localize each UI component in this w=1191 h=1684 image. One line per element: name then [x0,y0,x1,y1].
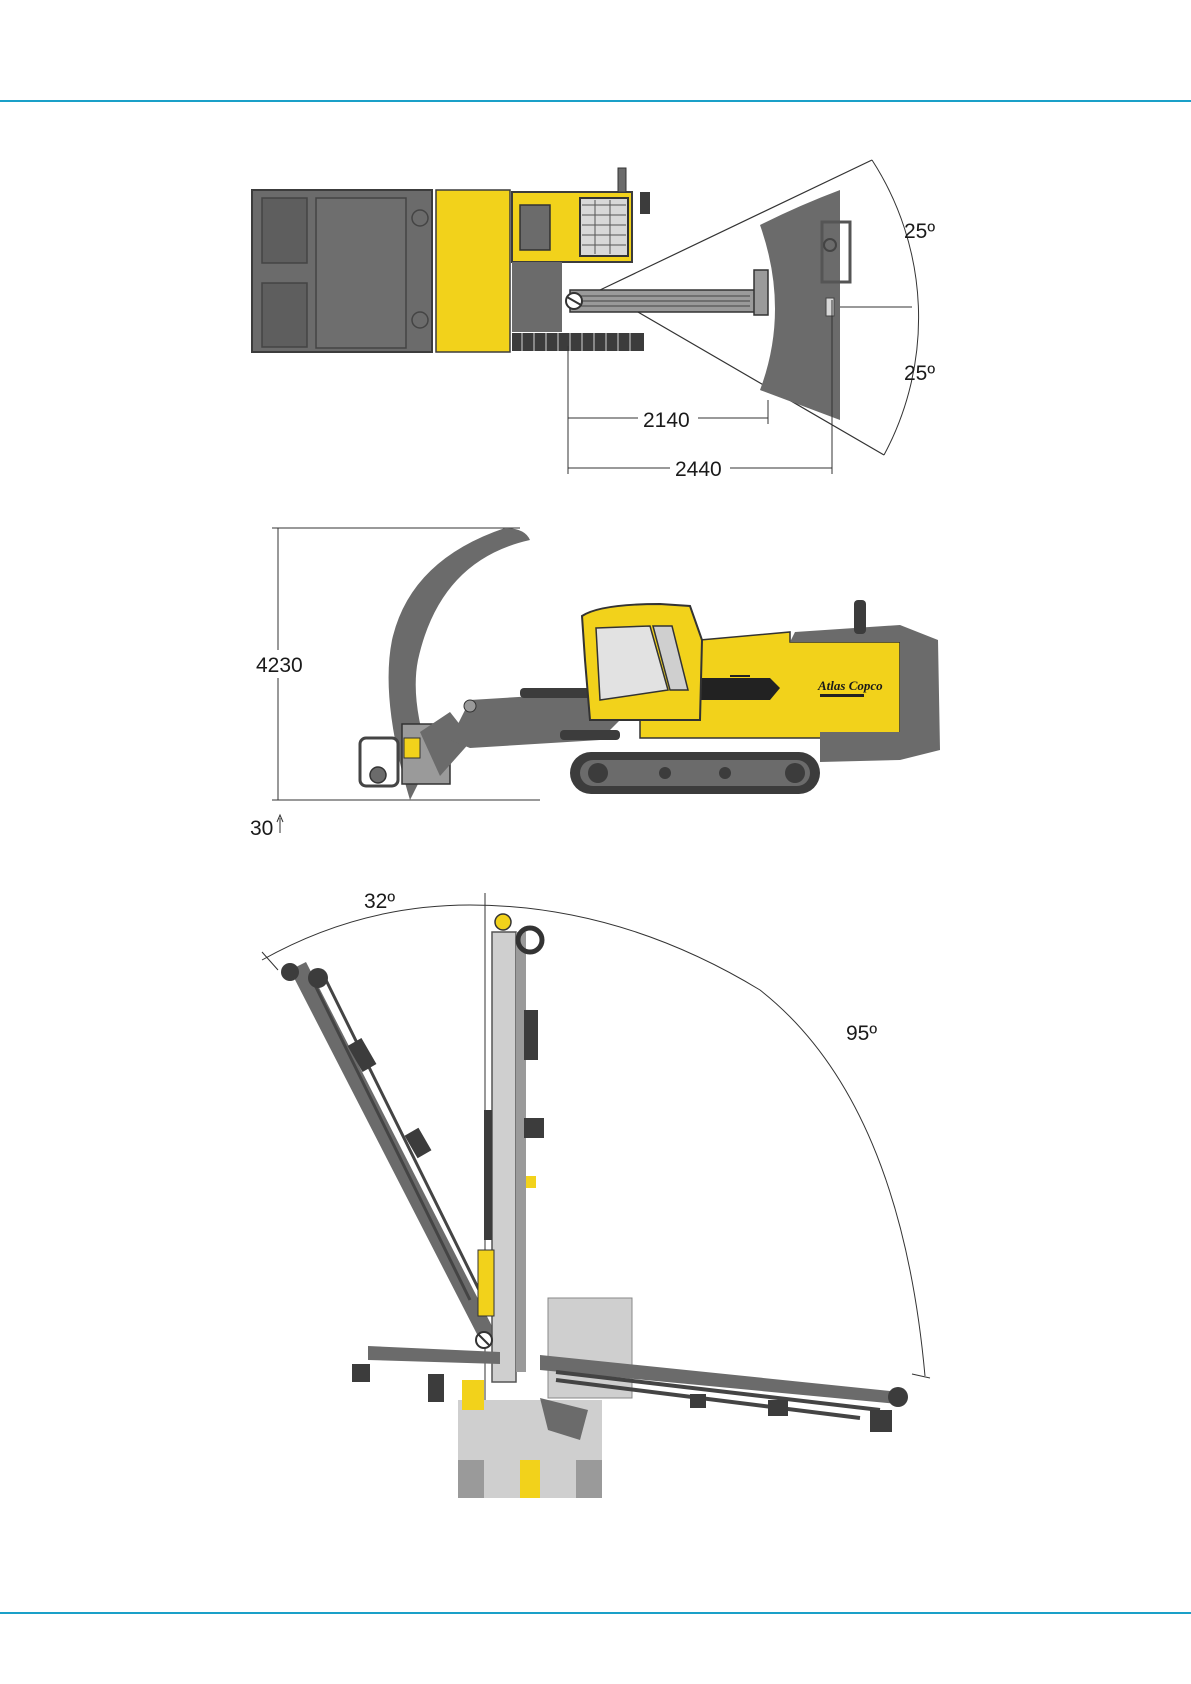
brand-logo: Atlas Copco [817,678,883,693]
front-view-diagram: 32º 95º [0,880,1191,1500]
track [512,333,644,351]
vertical-mast [492,932,516,1382]
side-view-svg: 4230 30 Atlas Copco [0,520,1191,850]
top-view-svg: 2140 2440 25º 25º [0,150,1191,490]
horizontal-boom-left [368,1346,500,1364]
bottom-rule [0,1612,1191,1614]
ground-dim-label: 30 [250,817,273,840]
decal-stripe [695,678,780,700]
height-dim-label: 4230 [256,654,303,677]
side-view-diagram: 4230 30 Atlas Copco [0,520,1191,850]
angle-right-label: 95º [846,1022,877,1045]
dim-2440-label: 2440 [675,458,722,481]
angle-upper-label: 25º [904,220,935,243]
front-view-svg: 32º 95º [0,880,1191,1500]
angle-lower-label: 25º [904,362,935,385]
top-view-diagram: 2140 2440 25º 25º [0,150,1191,490]
dim-2140-label: 2140 [643,409,690,432]
tilted-boom-left [290,962,496,1340]
angle-left-label: 32º [364,890,395,913]
yellow-engine-cover [436,190,510,352]
top-rule [0,100,1191,102]
